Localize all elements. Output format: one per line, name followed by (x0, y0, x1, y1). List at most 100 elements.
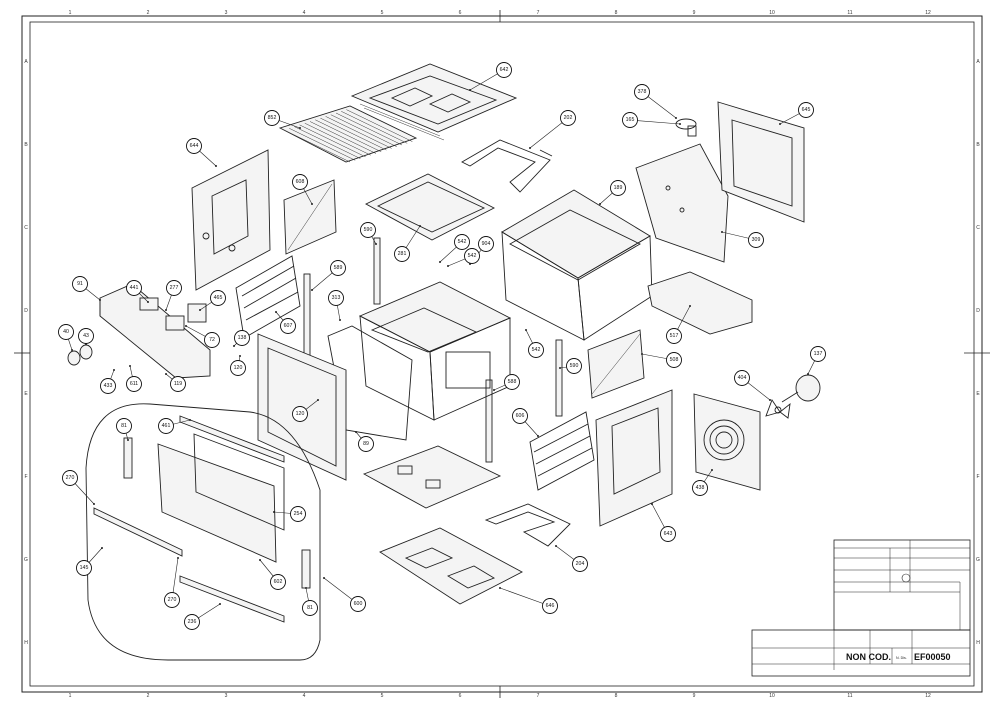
insulation-panel (283, 179, 337, 255)
balloon-circle (78, 328, 94, 344)
row-marker: D (24, 308, 28, 314)
left-side-racks (235, 255, 301, 339)
part-number: 904 (482, 241, 491, 247)
fan-support (675, 118, 697, 137)
part-number: 43 (83, 333, 89, 339)
part-number: 646 (546, 603, 555, 609)
leader-dot (273, 511, 275, 513)
switch-group (139, 297, 207, 331)
part-balloon-81a: 81 (116, 418, 132, 434)
column-marker: 12 (925, 10, 931, 16)
part-number: 313 (332, 295, 341, 301)
balloon-circle (126, 376, 142, 392)
part-balloon-119: 119 (170, 376, 186, 392)
drawing-number: EF00050 (914, 652, 951, 662)
part-number: 281 (398, 251, 407, 257)
rear-support (647, 271, 753, 335)
part-number: 517 (670, 333, 679, 339)
column-marker: 1 (69, 10, 72, 16)
leader-dot (469, 89, 471, 91)
balloon-circle (72, 276, 88, 292)
leader-dot (439, 261, 441, 263)
top-panel (350, 63, 518, 141)
part-balloon-542a: 542 (454, 234, 470, 250)
part-number: 642 (500, 67, 509, 73)
balloon-circle (292, 174, 308, 190)
part-number: 589 (334, 265, 343, 271)
part-number: 461 (162, 423, 171, 429)
column-marker: 5 (381, 10, 384, 16)
leader-dot (675, 117, 677, 119)
part-balloon-145: 145 (76, 560, 92, 576)
column-marker: 4 (303, 693, 306, 699)
balloon-circle (734, 370, 750, 386)
balloon-circle (184, 614, 200, 630)
part-balloon-542b: 542 (464, 248, 480, 264)
part-balloon-438: 438 (692, 480, 708, 496)
part-balloon-91: 91 (72, 276, 88, 292)
row-marker: H (976, 640, 980, 646)
leader-dot (375, 243, 377, 245)
balloon-circle (290, 506, 306, 522)
title-block: NON COD. N. Dis. EF00050 (751, 539, 971, 677)
balloon-circle (454, 234, 470, 250)
row-marker: B (976, 142, 980, 148)
leader-dot (641, 353, 643, 355)
part-balloon-465: 465 (210, 290, 226, 306)
outer-casing (501, 189, 653, 341)
leader-dot (721, 231, 723, 233)
part-balloon-202: 202 (560, 110, 576, 126)
cavity-top-tray (365, 173, 495, 241)
part-number: 270 (168, 597, 177, 603)
part-balloon-508: 508 (666, 352, 682, 368)
part-balloon-404: 404 (734, 370, 750, 386)
part-balloon-270a: 270 (62, 470, 78, 486)
part-number: 404 (738, 375, 747, 381)
leader-dot (537, 435, 539, 437)
balloon-circle (748, 232, 764, 248)
balloon-circle (496, 62, 512, 78)
oven-cavity (358, 281, 512, 421)
column-marker: 9 (693, 10, 696, 16)
column-marker: 2 (147, 693, 150, 699)
part-balloon-602: 602 (270, 574, 286, 590)
back-panel (635, 143, 729, 263)
part-number: 40 (63, 329, 69, 335)
fan-blade (765, 399, 791, 419)
part-number: 89 (363, 441, 369, 447)
balloon-circle (58, 324, 74, 340)
balloon-circle (542, 598, 558, 614)
balloon-circle (330, 260, 346, 276)
part-number: 602 (274, 579, 283, 585)
column-marker: 11 (847, 693, 852, 699)
balloon-circle (204, 332, 220, 348)
balloon-circle (610, 180, 626, 196)
balloon-circle (528, 342, 544, 358)
side-guides (303, 237, 563, 463)
leader-dot (555, 545, 557, 547)
fan-motor (781, 374, 821, 403)
leader-dot (219, 603, 221, 605)
part-number: 202 (564, 115, 573, 121)
leader-dot (499, 587, 501, 589)
leader-dot (305, 587, 307, 589)
balloon-circle (350, 596, 366, 612)
part-balloon-204: 204 (572, 556, 588, 572)
leader-dot (807, 373, 809, 375)
column-marker: 9 (693, 693, 696, 699)
part-balloon-189: 189 (610, 180, 626, 196)
part-number: 91 (77, 281, 83, 287)
balloon-circle (292, 406, 308, 422)
part-number: 852 (268, 115, 277, 121)
column-marker: 8 (615, 693, 618, 699)
leader-dot (165, 309, 167, 311)
column-marker: 12 (925, 693, 931, 699)
balloon-circle (478, 236, 494, 252)
row-marker: D (976, 308, 980, 314)
balloon-circle (126, 280, 142, 296)
balloon-circle (100, 378, 116, 394)
fan-cover (693, 393, 761, 491)
part-balloon-441: 441 (126, 280, 142, 296)
part-number: 189 (614, 185, 623, 191)
